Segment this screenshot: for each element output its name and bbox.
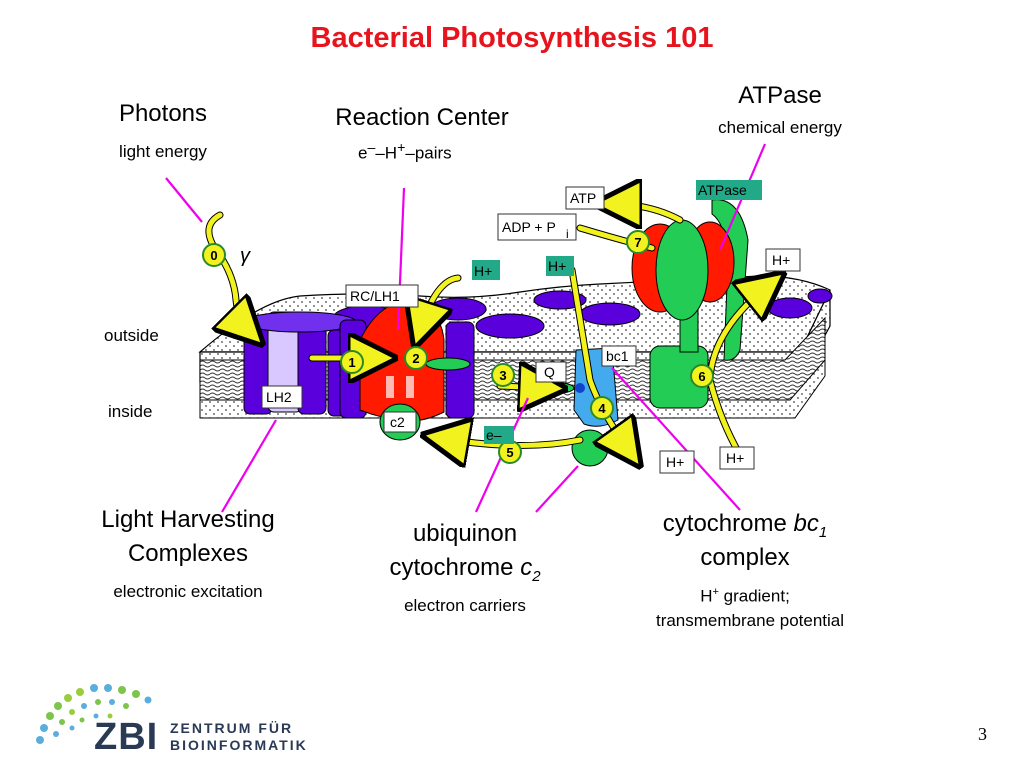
rc-sub-pairs: –pairs xyxy=(405,143,452,163)
step-circle xyxy=(404,346,428,370)
reaction-center-sub: e––H+–pairs xyxy=(358,140,518,164)
c2-label: c2 xyxy=(390,414,405,430)
step-circle xyxy=(590,396,614,420)
step-number: 4 xyxy=(598,401,606,416)
ubiquinon-line2: cytochrome c2 xyxy=(350,554,580,585)
cytochrome-bc1-line1: cytochrome bc1 xyxy=(620,510,870,541)
step-circle xyxy=(690,364,714,388)
transmembrane-text: transmembrane potential xyxy=(655,611,845,630)
label-boxes xyxy=(261,180,801,474)
step-markers xyxy=(202,230,714,464)
zbi-logo-abbr: ZBI xyxy=(94,716,159,758)
light-harvesting-line2: Complexes xyxy=(127,540,249,567)
h-gradient-h: H xyxy=(700,586,713,606)
rc-sub-e: e xyxy=(358,143,368,163)
step-number: 3 xyxy=(499,368,506,383)
bc1-label: bc1 xyxy=(606,348,629,364)
h-plus-label: H+ xyxy=(666,454,684,470)
zbi-logo-line2: BIOINFORMATIK xyxy=(170,737,308,753)
page-number: 3 xyxy=(978,724,987,744)
step-number: 1 xyxy=(348,355,355,370)
h-gradient-plus: + xyxy=(712,586,719,598)
step-number: 2 xyxy=(412,351,419,366)
ubiquinon-line1: ubiquinon xyxy=(412,520,518,547)
bc1-sub: 1 xyxy=(818,523,828,541)
adp-label: ADP + P xyxy=(502,219,556,235)
inside-label: inside xyxy=(108,402,153,421)
step-circle xyxy=(626,230,650,254)
atpase-box-label: ATPase xyxy=(698,182,747,198)
atp-synthase xyxy=(631,199,749,409)
slide-title: Bacterial Photosynthesis 101 xyxy=(310,22,714,54)
step-circle xyxy=(491,363,515,387)
lh2-label: LH2 xyxy=(266,389,292,405)
h-plus-label: H+ xyxy=(772,252,790,268)
rc-lh1-label: RC/LH1 xyxy=(350,288,400,304)
cytochrome-bc1-line2: complex xyxy=(700,544,790,571)
zbi-logo-line1: ZENTRUM FÜR xyxy=(170,720,294,736)
h-gradient-text: H+ gradient; xyxy=(620,586,870,607)
adp-subscript: i xyxy=(566,227,569,241)
e-minus-label: e– xyxy=(486,427,502,443)
h-plus-label: H+ xyxy=(726,450,744,466)
reaction-center-heading: Reaction Center xyxy=(335,104,509,131)
atpase-heading: ATPase xyxy=(738,82,822,109)
step-number: 0 xyxy=(210,248,217,263)
rc-sub-plus: + xyxy=(397,140,406,156)
cyt-c2-word: cytochrome xyxy=(389,554,521,581)
gamma-label: γ xyxy=(240,245,251,267)
step-number: 6 xyxy=(698,369,705,384)
step-circle xyxy=(202,243,226,267)
h-gradient-word: gradient; xyxy=(718,586,790,606)
bc1-bc: bc xyxy=(793,510,819,537)
photons-sub: light energy xyxy=(119,142,207,161)
ubiquinon-sub: electron carriers xyxy=(404,596,526,615)
rc-sub-h: –H xyxy=(375,143,398,163)
outside-label: outside xyxy=(104,326,159,345)
cyt-c2-sub: 2 xyxy=(532,567,541,585)
step-circle xyxy=(340,350,364,374)
zbi-logo-dots xyxy=(36,684,152,744)
atp-label: ATP xyxy=(570,190,596,206)
light-harvesting-line1: Light Harvesting xyxy=(101,506,275,533)
light-harvesting-sub: electronic excitation xyxy=(113,582,263,601)
step-number: 5 xyxy=(506,445,513,460)
h-plus-label: H+ xyxy=(548,258,566,274)
h-plus-label: H+ xyxy=(474,263,492,279)
step-number: 7 xyxy=(634,235,641,250)
atpase-sub: chemical energy xyxy=(718,118,842,137)
q-label: Q xyxy=(544,364,555,380)
photons-heading: Photons xyxy=(118,100,208,127)
bc1-word: cytochrome xyxy=(662,510,794,537)
cyt-c2-c: c xyxy=(520,554,533,581)
rc-sub-minus: – xyxy=(367,140,376,156)
